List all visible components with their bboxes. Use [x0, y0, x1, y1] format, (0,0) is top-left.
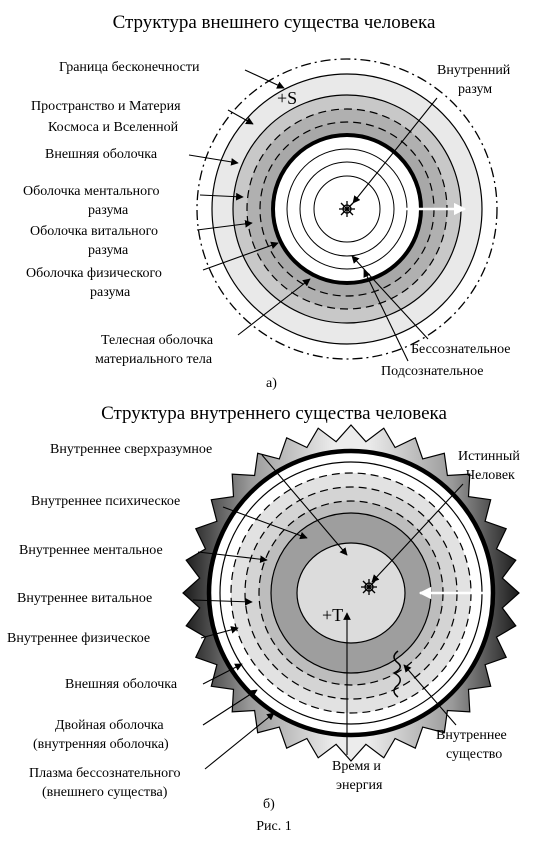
arrow-outer-shell-b: [202, 663, 243, 685]
label-subconscious: Подсознательное: [381, 364, 484, 379]
label-supramental: Внутреннее сверхразумное: [50, 442, 212, 457]
label-plasma-1: Плазма бессознательного: [29, 766, 181, 781]
label-body-2: материального тела: [95, 352, 213, 367]
arrow-outer-shell: [188, 154, 239, 166]
arrow-psychic: [222, 506, 308, 540]
bottom-leader-arrows: [192, 454, 464, 770]
label-outer-shell: Внешняя оболочка: [45, 147, 158, 162]
arrow-double-shell: [202, 689, 258, 726]
arrow-infinity-border: [244, 69, 285, 89]
label-inner-being-2: существо: [446, 747, 502, 762]
label-vital-2: разума: [88, 243, 129, 258]
arrow-body: [237, 278, 311, 336]
label-true-man-1: Истинный: [458, 449, 520, 464]
label-double-shell-1: Двойная оболочка: [55, 718, 164, 733]
top-title: Структура внешнего существа человека: [113, 12, 436, 33]
supramental-core: [296, 542, 406, 644]
label-true-man-2: Человек: [466, 468, 515, 483]
arrow-supramental: [261, 454, 348, 556]
top-caption: а): [266, 376, 277, 391]
symbol-t: +T: [322, 605, 343, 625]
arrow-vital: [192, 597, 253, 606]
symbol-s: +S: [277, 88, 297, 108]
label-plasma-2: (внешнего существа): [42, 785, 168, 800]
outer-being-diagram: [196, 58, 498, 360]
label-mental-1: Оболочка ментального: [23, 184, 159, 199]
label-inner-being-1: Внутреннее: [436, 728, 507, 743]
center-star-icon: [339, 201, 355, 217]
label-mental-2: разума: [88, 203, 129, 218]
label-time-energy-2: энергия: [336, 778, 383, 793]
label-psychic: Внутреннее психическое: [31, 494, 180, 509]
inner-being-brace: [392, 650, 401, 698]
label-physical-2: разума: [90, 285, 131, 300]
inner-being-diagram: [182, 424, 520, 762]
arrow-inner-mind: [352, 97, 438, 204]
arrow-physical: [200, 626, 239, 639]
arrow-vital: [196, 220, 253, 231]
label-vital-1: Оболочка витального: [30, 224, 158, 239]
label-space-matter-1: Пространство и Материя: [31, 99, 181, 114]
arrow-subconscious: [363, 269, 409, 362]
arrow-space-matter: [227, 109, 254, 125]
figure-caption: Рис. 1: [256, 819, 292, 834]
arrow-mental: [197, 551, 268, 564]
label-time-energy-1: Время и: [332, 759, 381, 774]
top-leader-arrows: [188, 69, 438, 362]
label-physical-1: Оболочка физического: [26, 266, 162, 281]
bottom-title: Структура внутреннего существа человека: [101, 403, 447, 424]
label-double-shell-2: (внутренняя оболочка): [33, 737, 169, 752]
true-man-star-icon: [361, 579, 377, 595]
arrow-plasma: [204, 712, 275, 770]
label-physical: Внутреннее физическое: [7, 631, 150, 646]
label-unconscious: Бессознательное: [411, 342, 510, 357]
label-infinity-border: Граница бесконечности: [59, 60, 200, 75]
arrow-physical: [202, 241, 279, 271]
label-space-matter-2: Космоса и Вселенной: [48, 120, 179, 135]
label-body-1: Телесная оболочка: [101, 333, 214, 348]
label-vital: Внутреннее витальное: [17, 591, 152, 606]
label-outer-shell-b: Внешняя оболочка: [65, 677, 178, 692]
label-inner-mind-2: разум: [458, 82, 492, 97]
arrow-inner-being: [403, 664, 457, 726]
label-inner-mind-1: Внутренний: [437, 63, 511, 78]
arrow-mental: [199, 192, 244, 201]
bottom-caption: б): [263, 797, 275, 812]
label-mental: Внутреннее ментальное: [19, 543, 163, 558]
arrow-true-man: [371, 483, 464, 583]
